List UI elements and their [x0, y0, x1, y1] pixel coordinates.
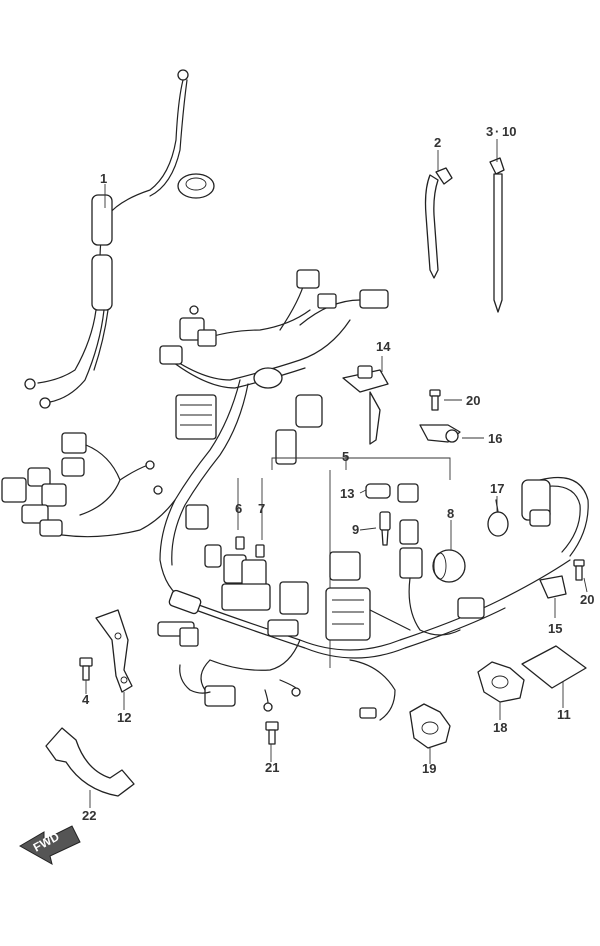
part-4-bolt	[79, 657, 93, 681]
part-15-bracket	[539, 575, 567, 599]
callout-4: 4	[82, 692, 90, 707]
callout-16: 16	[488, 431, 502, 446]
callout-8: 8	[447, 506, 454, 521]
leader-lines	[85, 139, 588, 808]
part-1-battery-cable	[24, 69, 215, 409]
part-12-bracket	[95, 609, 133, 693]
callout-5: 5	[342, 449, 349, 464]
callout-3-separator: ·	[495, 124, 499, 139]
callout-1: 1	[100, 171, 107, 186]
fwd-arrow: FWD	[18, 825, 81, 866]
connector-center-left	[185, 504, 222, 568]
callout-9: 9	[352, 522, 359, 537]
part-20-bolt-upper	[429, 389, 441, 411]
main-harness	[159, 279, 571, 721]
part-11-sheet	[521, 645, 587, 689]
right-harness-loop	[521, 476, 589, 557]
callout-21: 21	[265, 760, 279, 775]
part-3-cable-tie	[489, 157, 505, 313]
lower-left-plugs	[157, 589, 301, 712]
ecu-connector	[175, 394, 217, 440]
part-8-buzzer	[432, 549, 485, 619]
callout-3: 3	[486, 124, 493, 139]
connector-mid	[275, 394, 323, 465]
connector-top-mid	[296, 269, 389, 309]
callout-18: 18	[493, 720, 507, 735]
callout-17: 17	[490, 481, 504, 496]
left-connectors	[1, 432, 176, 538]
callout-7: 7	[258, 501, 265, 516]
part-20-bolt-lower	[573, 559, 585, 581]
callout-10: 10	[502, 124, 516, 139]
callout-11: 11	[557, 707, 571, 722]
part-9-sensor	[379, 511, 391, 546]
part-17-clip	[487, 499, 509, 537]
part-16-clip	[419, 424, 461, 443]
part-21-bolt	[265, 721, 279, 745]
part-2-clamp	[424, 167, 453, 279]
callout-2: 2	[434, 135, 441, 150]
callout-22: 22	[82, 808, 96, 823]
part-18-clamp	[477, 661, 525, 703]
callout-13: 13	[340, 486, 354, 501]
connector-top-left	[159, 305, 217, 365]
callout-12: 12	[117, 710, 131, 725]
part-14-bracket	[342, 365, 389, 445]
callout-20-lower: 20	[580, 592, 594, 607]
part-7-fuse	[255, 544, 265, 558]
callout-20-upper: 20	[466, 393, 480, 408]
callout-15: 15	[548, 621, 562, 636]
connector-center-cluster	[325, 519, 461, 719]
part-19-clamp	[409, 703, 451, 749]
fuse-box	[221, 554, 309, 615]
callout-14: 14	[376, 339, 391, 354]
part-6-fuse	[235, 536, 245, 550]
part-13-grommet	[365, 483, 419, 503]
callout-6: 6	[235, 501, 242, 516]
callout-19: 19	[422, 761, 436, 776]
callouts: 1 2 3 · 10 14 20 16 5 13 6 7 9 8 17 20 1…	[82, 124, 594, 823]
part-22-bracket	[45, 727, 135, 797]
